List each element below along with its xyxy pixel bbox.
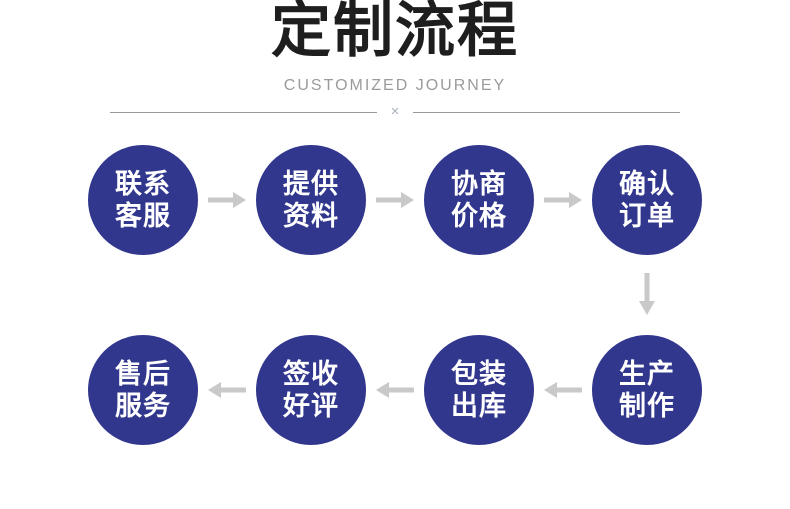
flow-step-label-line: 包装 [451, 359, 507, 389]
arrow-right-icon [208, 190, 246, 210]
flow-step-label: 联系 客服 [115, 168, 171, 232]
flow-step-label-line: 订单 [619, 201, 675, 231]
arrow-right-icon [544, 190, 582, 210]
flow-step-label: 提供 资料 [283, 168, 339, 232]
flow-step-pack-ship: 包装 出库 [424, 335, 534, 445]
arrow-left-icon [208, 380, 246, 400]
flow-step-label-line: 协商 [451, 169, 507, 199]
flow-step-label: 确认 订单 [619, 168, 675, 232]
arrow-right-icon [376, 190, 414, 210]
flow-step-label-line: 价格 [451, 201, 507, 231]
arrow-left-icon [544, 380, 582, 400]
flow-step-label-line: 联系 [115, 169, 171, 199]
flow-step-contact-service: 联系 客服 [88, 145, 198, 255]
flow-step-label: 生产 制作 [619, 358, 675, 422]
arrow-left-icon [376, 380, 414, 400]
flow-step-label-line: 确认 [619, 169, 675, 199]
flow-step-sign-review: 签收 好评 [256, 335, 366, 445]
flow-step-confirm-order: 确认 订单 [592, 145, 702, 255]
flow-step-label: 协商 价格 [451, 168, 507, 232]
flow-step-provide-materials: 提供 资料 [256, 145, 366, 255]
flow-step-label-line: 生产 [619, 359, 675, 389]
flow-step-label: 包装 出库 [451, 358, 507, 422]
page-subtitle: CUSTOMIZED JOURNEY [283, 77, 507, 94]
flow-step-label-line: 制作 [619, 391, 675, 421]
flow-step-label-line: 资料 [283, 201, 339, 231]
flow-step-after-sales: 售后 服务 [88, 335, 198, 445]
flow-step-label: 售后 服务 [115, 358, 171, 422]
divider: × [110, 102, 681, 121]
divider-x-icon: × [390, 102, 400, 120]
flow-step-label-line: 客服 [115, 201, 171, 231]
flow-step-label: 签收 好评 [283, 358, 339, 422]
divider-line-left [110, 111, 377, 113]
flow-step-label-line: 服务 [115, 391, 171, 421]
flow-step-label-line: 好评 [283, 391, 339, 421]
flow-step-label-line: 售后 [115, 359, 171, 389]
divider-line-right [413, 111, 681, 113]
flow-step-label-line: 出库 [451, 391, 507, 421]
flow-step-negotiate-price: 协商 价格 [424, 145, 534, 255]
arrow-down-icon [637, 273, 657, 315]
page-title: 定制流程 [271, 0, 519, 64]
flow-step-label-line: 签收 [283, 359, 339, 389]
flow-step-label-line: 提供 [283, 169, 339, 199]
flow-step-production: 生产 制作 [592, 335, 702, 445]
